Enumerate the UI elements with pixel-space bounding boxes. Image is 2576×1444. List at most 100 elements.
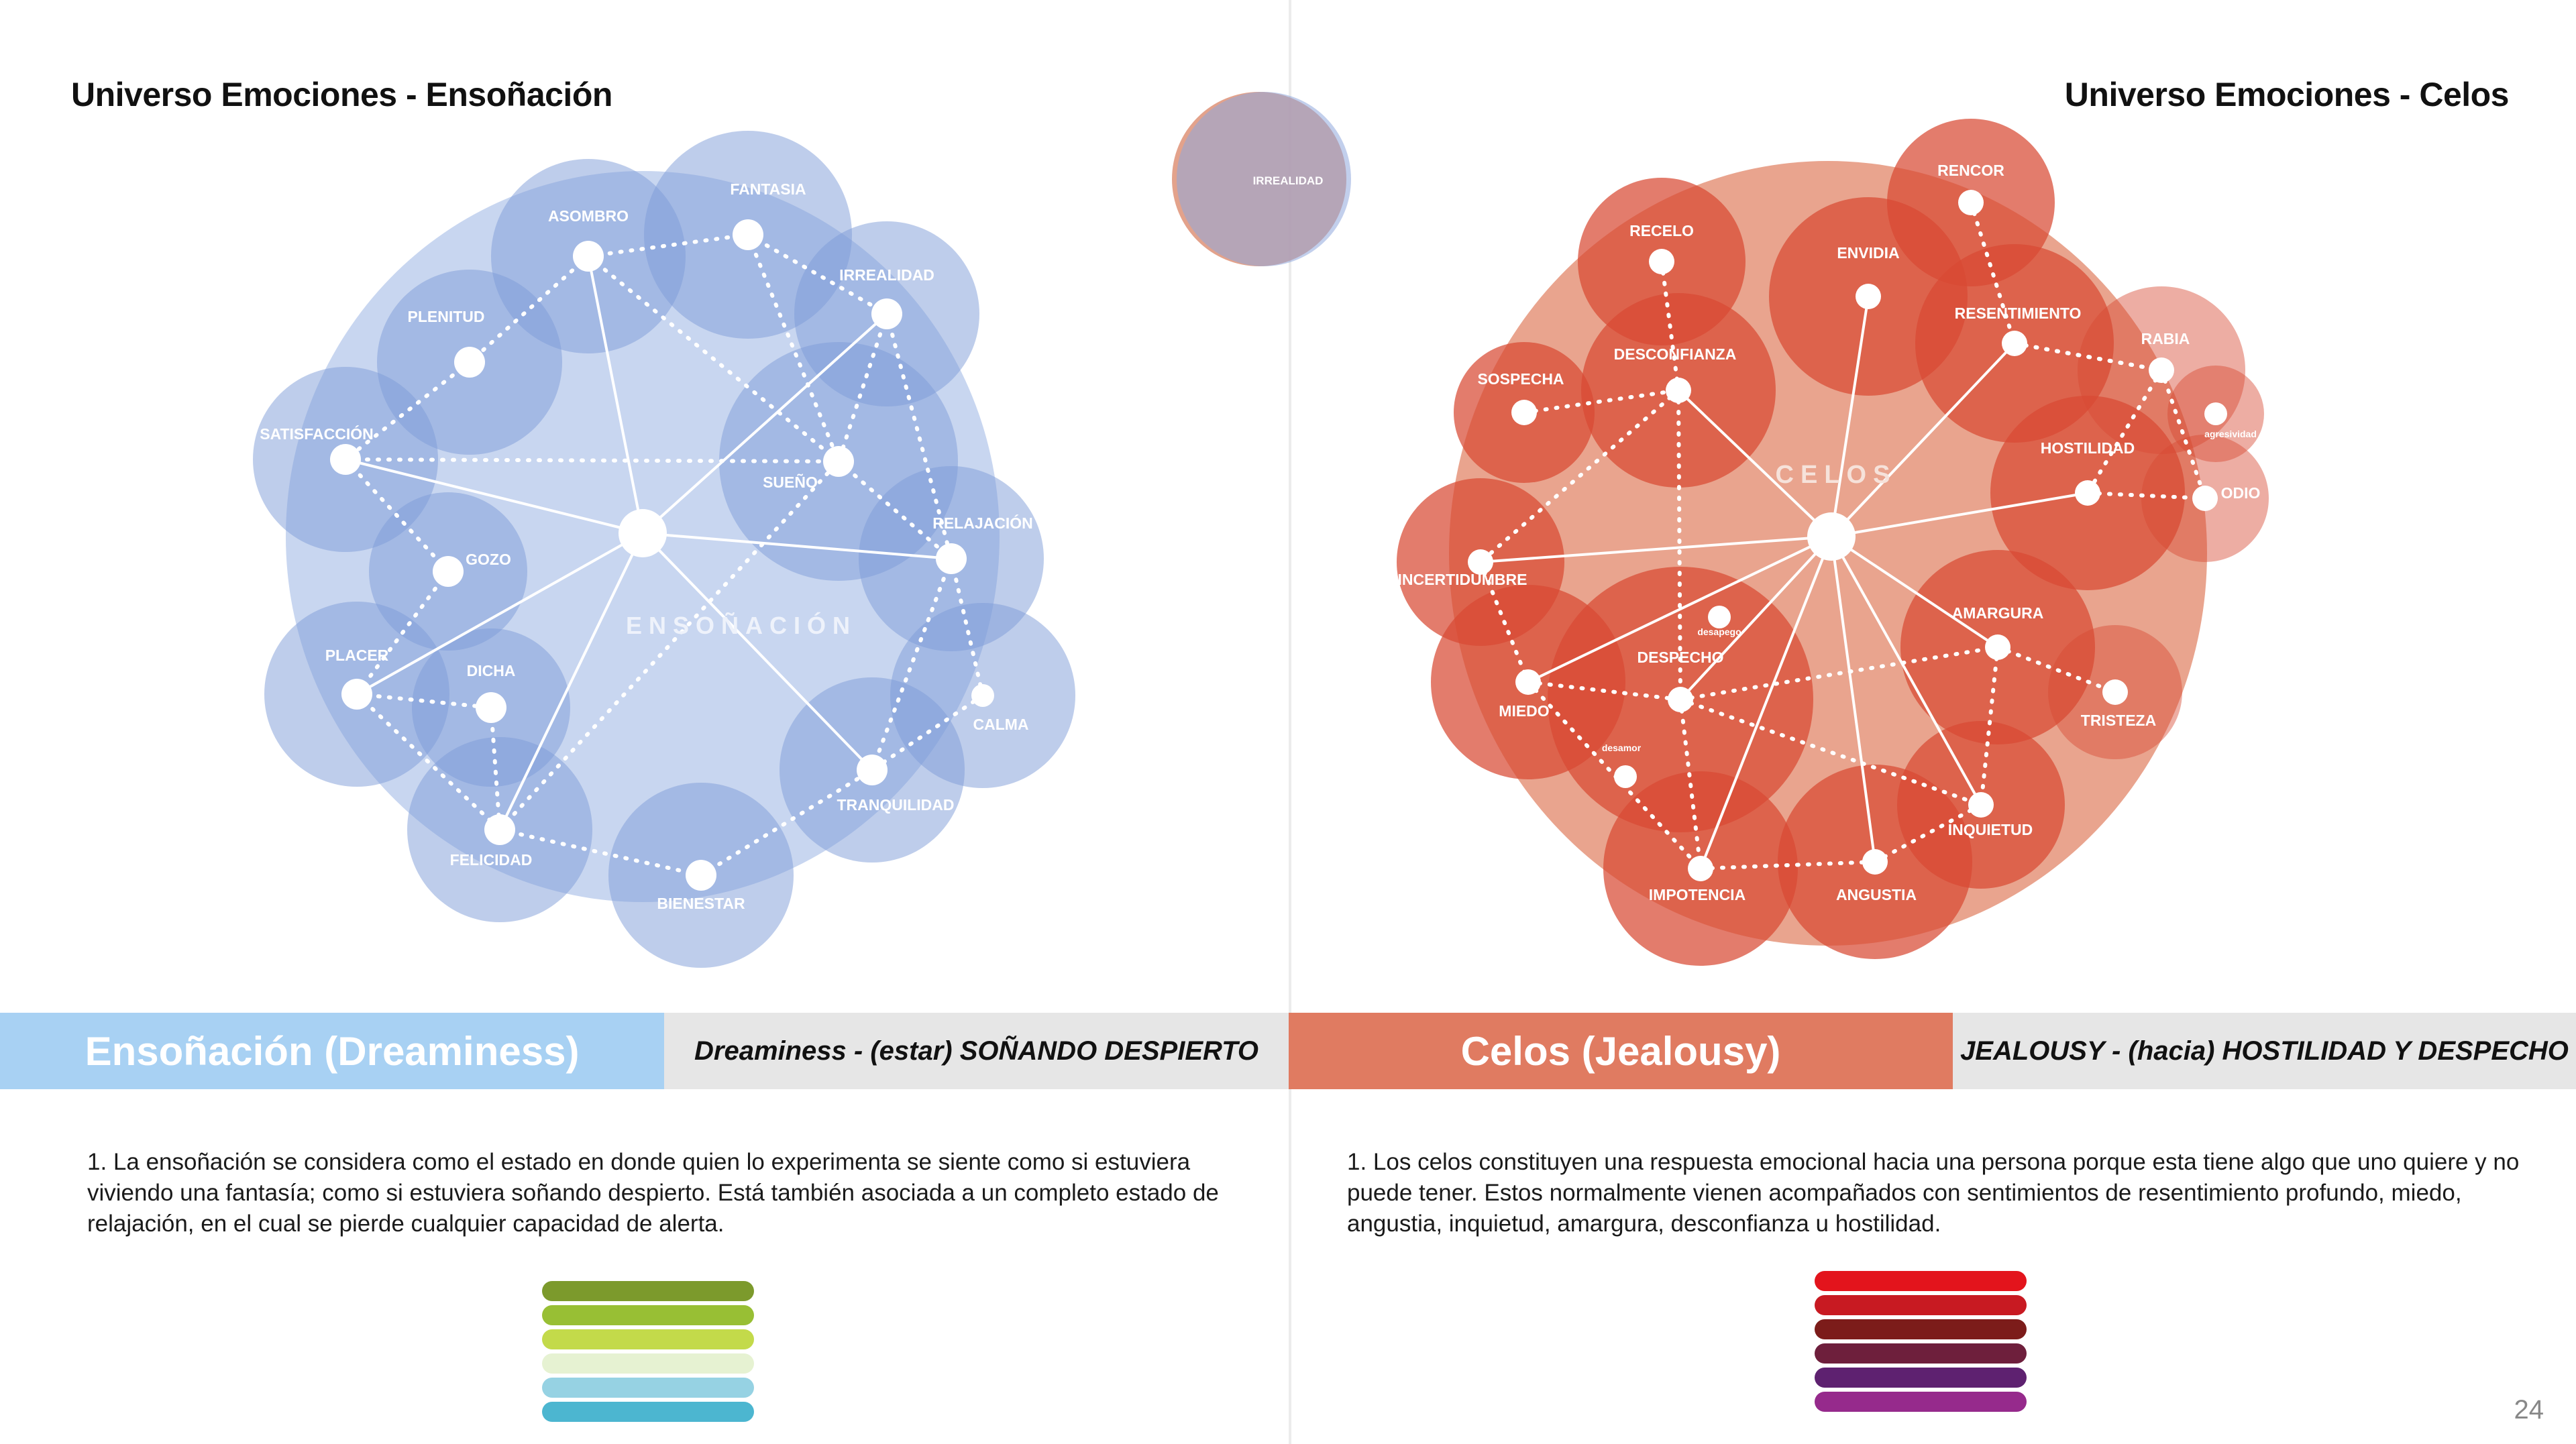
label-envidia: ENVIDIA	[1837, 244, 1899, 262]
right-palette-swatch	[1815, 1271, 2027, 1291]
spoke-impotencia	[1699, 536, 1833, 869]
label-agresividad: agresividad	[2204, 429, 2257, 439]
node-tristeza	[2102, 679, 2128, 705]
label-miedo: MIEDO	[1499, 702, 1549, 720]
edge-amargura-inquietud	[1979, 645, 2000, 807]
spoke-envidia	[1830, 296, 1870, 537]
edge-gozo-placer	[355, 569, 450, 696]
label-angustia: ANGUSTIA	[1836, 886, 1917, 903]
left-palette-swatch	[542, 1353, 754, 1374]
edge-fantasia-sueno	[746, 233, 841, 463]
label-rabia: RABIA	[2141, 330, 2190, 347]
edge-dicha-felicidad	[489, 706, 502, 832]
left-palette-swatch	[542, 1402, 754, 1422]
label-satisfaccion: SATISFACCIÓN	[260, 425, 374, 443]
node-satisfaccion	[330, 444, 361, 475]
edge-satisfaccion-sueno	[343, 457, 841, 463]
node-dicha	[476, 692, 506, 723]
spoke-miedo	[1527, 535, 1832, 683]
label-relajacion: RELAJACIÓN	[932, 514, 1033, 532]
label-tristeza: TRISTEZA	[2081, 712, 2156, 729]
node-agresividad	[2204, 402, 2227, 425]
venn-blue-circle	[1177, 92, 1351, 266]
edge-felicidad-bienestar	[498, 828, 703, 877]
spoke-felicidad	[498, 533, 644, 830]
edge-despecho-amargura	[1678, 645, 2000, 702]
node-sueno	[823, 446, 854, 477]
left-color-palette	[542, 1281, 754, 1426]
right-palette-swatch	[1815, 1368, 2027, 1388]
spoke-inquietud	[1830, 536, 1982, 806]
node-bienestar	[686, 860, 716, 891]
left-palette-swatch	[542, 1281, 754, 1301]
node-inquietud	[1968, 792, 1994, 818]
node-amargura	[1985, 634, 2010, 660]
edge-rencor-resentimiento	[1969, 201, 2017, 345]
node-fantasia	[733, 219, 763, 250]
right-band-title-text: Celos (Jealousy)	[1460, 1028, 1781, 1074]
node-angustia	[1862, 849, 1888, 875]
label-calma: CALMA	[973, 716, 1028, 733]
celos-center-label: CELOS	[1776, 461, 1897, 489]
label-bienestar: BIENESTAR	[657, 895, 745, 912]
label-irrealidad: IRREALIDAD	[839, 266, 934, 284]
label-sospecha: SOSPECHA	[1477, 370, 1564, 388]
edge-incertidumbre-miedo	[1479, 560, 1530, 684]
ensonacion-center-node	[619, 509, 667, 557]
spoke-irrealidad	[641, 313, 888, 535]
node-relajacion	[936, 543, 967, 574]
label-dicha: DICHA	[467, 662, 516, 679]
label-recelo: RECELO	[1629, 222, 1694, 239]
left-band-title: Ensoñación (Dreaminess)	[0, 1013, 664, 1089]
left-palette-swatch	[542, 1329, 754, 1349]
edge-relajacion-calma	[949, 557, 985, 698]
label-sueno: SUEÑO	[763, 473, 818, 491]
venn-label: IRREALIDAD	[1253, 174, 1324, 187]
node-desamor	[1614, 765, 1637, 788]
spoke-despecho	[1679, 535, 1833, 701]
left-description: 1. La ensoñación se considera como el es…	[87, 1149, 1219, 1237]
node-desapego	[1708, 606, 1731, 628]
label-resentimiento: RESENTIMIENTO	[1955, 304, 2082, 322]
label-desconfianza: DESCONFIANZA	[1614, 345, 1737, 363]
right-band-subtitle: JEALOUSY - (hacia) HOSTILIDAD Y DESPECHO	[1953, 1013, 2576, 1089]
node-rabia	[2149, 357, 2174, 383]
label-incertidumbre: INCERTIDUMBRE	[1398, 571, 1527, 588]
edge-miedo-despecho	[1526, 680, 1682, 702]
spoke-asombro	[587, 256, 644, 534]
spoke-angustia	[1830, 536, 1876, 863]
label-hostilidad: HOSTILIDAD	[2041, 439, 2135, 457]
edge-despecho-inquietud	[1678, 698, 1983, 807]
right-page-title: Universo Emociones - Celos	[2064, 76, 2510, 113]
edge-resentimiento-rabia	[2012, 341, 2163, 372]
node-impotencia	[1688, 856, 1713, 881]
label-fantasia: FANTASIA	[730, 180, 806, 198]
edge-bienestar-tranquilidad	[699, 768, 874, 877]
right-palette-swatch	[1815, 1319, 2027, 1339]
right-palette-swatch	[1815, 1295, 2027, 1315]
node-rencor	[1958, 190, 1984, 215]
label-amargura: AMARGURA	[1952, 604, 2044, 622]
left-band-title-text: Ensoñación (Dreaminess)	[85, 1028, 580, 1074]
label-gozo: GOZO	[466, 551, 511, 568]
edge-amargura-tristeza	[1996, 645, 2117, 694]
spoke-amargura	[1830, 535, 1999, 649]
right-palette-swatch	[1815, 1392, 2027, 1412]
edge-satisfaccion-gozo	[343, 457, 450, 573]
edge-sueno-relajacion	[837, 459, 953, 561]
node-asombro	[573, 241, 604, 272]
label-odio: ODIO	[2221, 484, 2261, 502]
spoke-relajacion	[642, 532, 952, 560]
edge-sospecha-desconfianza	[1522, 388, 1680, 414]
left-palette-swatch	[542, 1378, 754, 1398]
left-band-subtitle: Dreaminess - (estar) SOÑANDO DESPIERTO	[664, 1013, 1289, 1089]
edge-rabia-odio	[2159, 368, 2207, 500]
right-band-title: Celos (Jealousy)	[1289, 1013, 1953, 1089]
spoke-satisfaccion	[345, 458, 643, 535]
label-asombro: ASOMBRO	[548, 207, 629, 225]
label-despecho: DESPECHO	[1637, 649, 1723, 666]
edge-placer-dicha	[355, 692, 493, 710]
label-tranquilidad: TRANQUILIDAD	[837, 796, 954, 814]
edge-felicidad-sueno	[498, 459, 841, 832]
left-page-title: Universo Emociones - Ensoñación	[71, 76, 612, 113]
